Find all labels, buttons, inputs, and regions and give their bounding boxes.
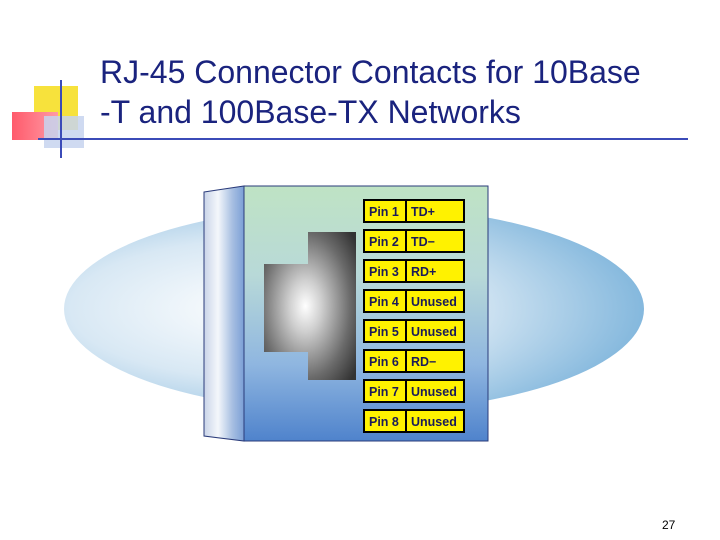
slide-title-line2: -T and 100Base-TX Networks xyxy=(100,94,521,130)
pin-list: Pin 1 TD+ Pin 2 TD− Pin 3 RD+ Pin 4 Unus… xyxy=(363,199,465,433)
pin-signal: Unused xyxy=(411,295,457,309)
pin-signal: RD+ xyxy=(411,265,436,279)
socket-opening xyxy=(264,232,356,380)
plug-side-panel xyxy=(203,185,245,442)
decor-vertical-line xyxy=(60,80,62,158)
pin-number: Pin 6 xyxy=(369,355,399,369)
signal-box xyxy=(405,319,465,343)
pin-signal: Unused xyxy=(411,325,457,339)
decor-blue-square xyxy=(44,116,84,148)
pin-row: Pin 4 Unused xyxy=(363,289,465,313)
pin-number: Pin 1 xyxy=(369,205,399,219)
pin-signal: RD− xyxy=(411,355,436,369)
pin-number: Pin 2 xyxy=(369,235,399,249)
title-underline xyxy=(38,138,688,140)
page-number: 27 xyxy=(662,518,676,532)
signal-box xyxy=(405,199,465,223)
slide-title-line1: RJ-45 Connector Contacts for 10Base xyxy=(100,54,641,90)
pin-row: Pin 3 RD+ xyxy=(363,259,465,283)
pin-row: Pin 7 Unused xyxy=(363,379,465,403)
signal-box xyxy=(405,229,465,253)
pin-row: Pin 2 TD− xyxy=(363,229,465,253)
slide-title: RJ-45 Connector Contacts for 10Base -T a… xyxy=(100,52,700,132)
signal-box xyxy=(405,259,465,283)
pin-number: Pin 5 xyxy=(369,325,399,339)
pin-number: Pin 3 xyxy=(369,265,399,279)
pin-number: Pin 4 xyxy=(369,295,399,309)
pin-row: Pin 8 Unused xyxy=(363,409,465,433)
pin-signal: TD− xyxy=(411,235,435,249)
pin-signal: Unused xyxy=(411,415,457,429)
pin-number: Pin 7 xyxy=(369,385,399,399)
signal-box xyxy=(405,409,465,433)
pin-row: Pin 1 TD+ xyxy=(363,199,465,223)
pin-number: Pin 8 xyxy=(369,415,399,429)
signal-box xyxy=(405,289,465,313)
pin-signal: TD+ xyxy=(411,205,435,219)
pin-signal: Unused xyxy=(411,385,457,399)
signal-box xyxy=(405,349,465,373)
pin-row: Pin 5 Unused xyxy=(363,319,465,343)
pin-row: Pin 6 RD− xyxy=(363,349,465,373)
signal-box xyxy=(405,379,465,403)
